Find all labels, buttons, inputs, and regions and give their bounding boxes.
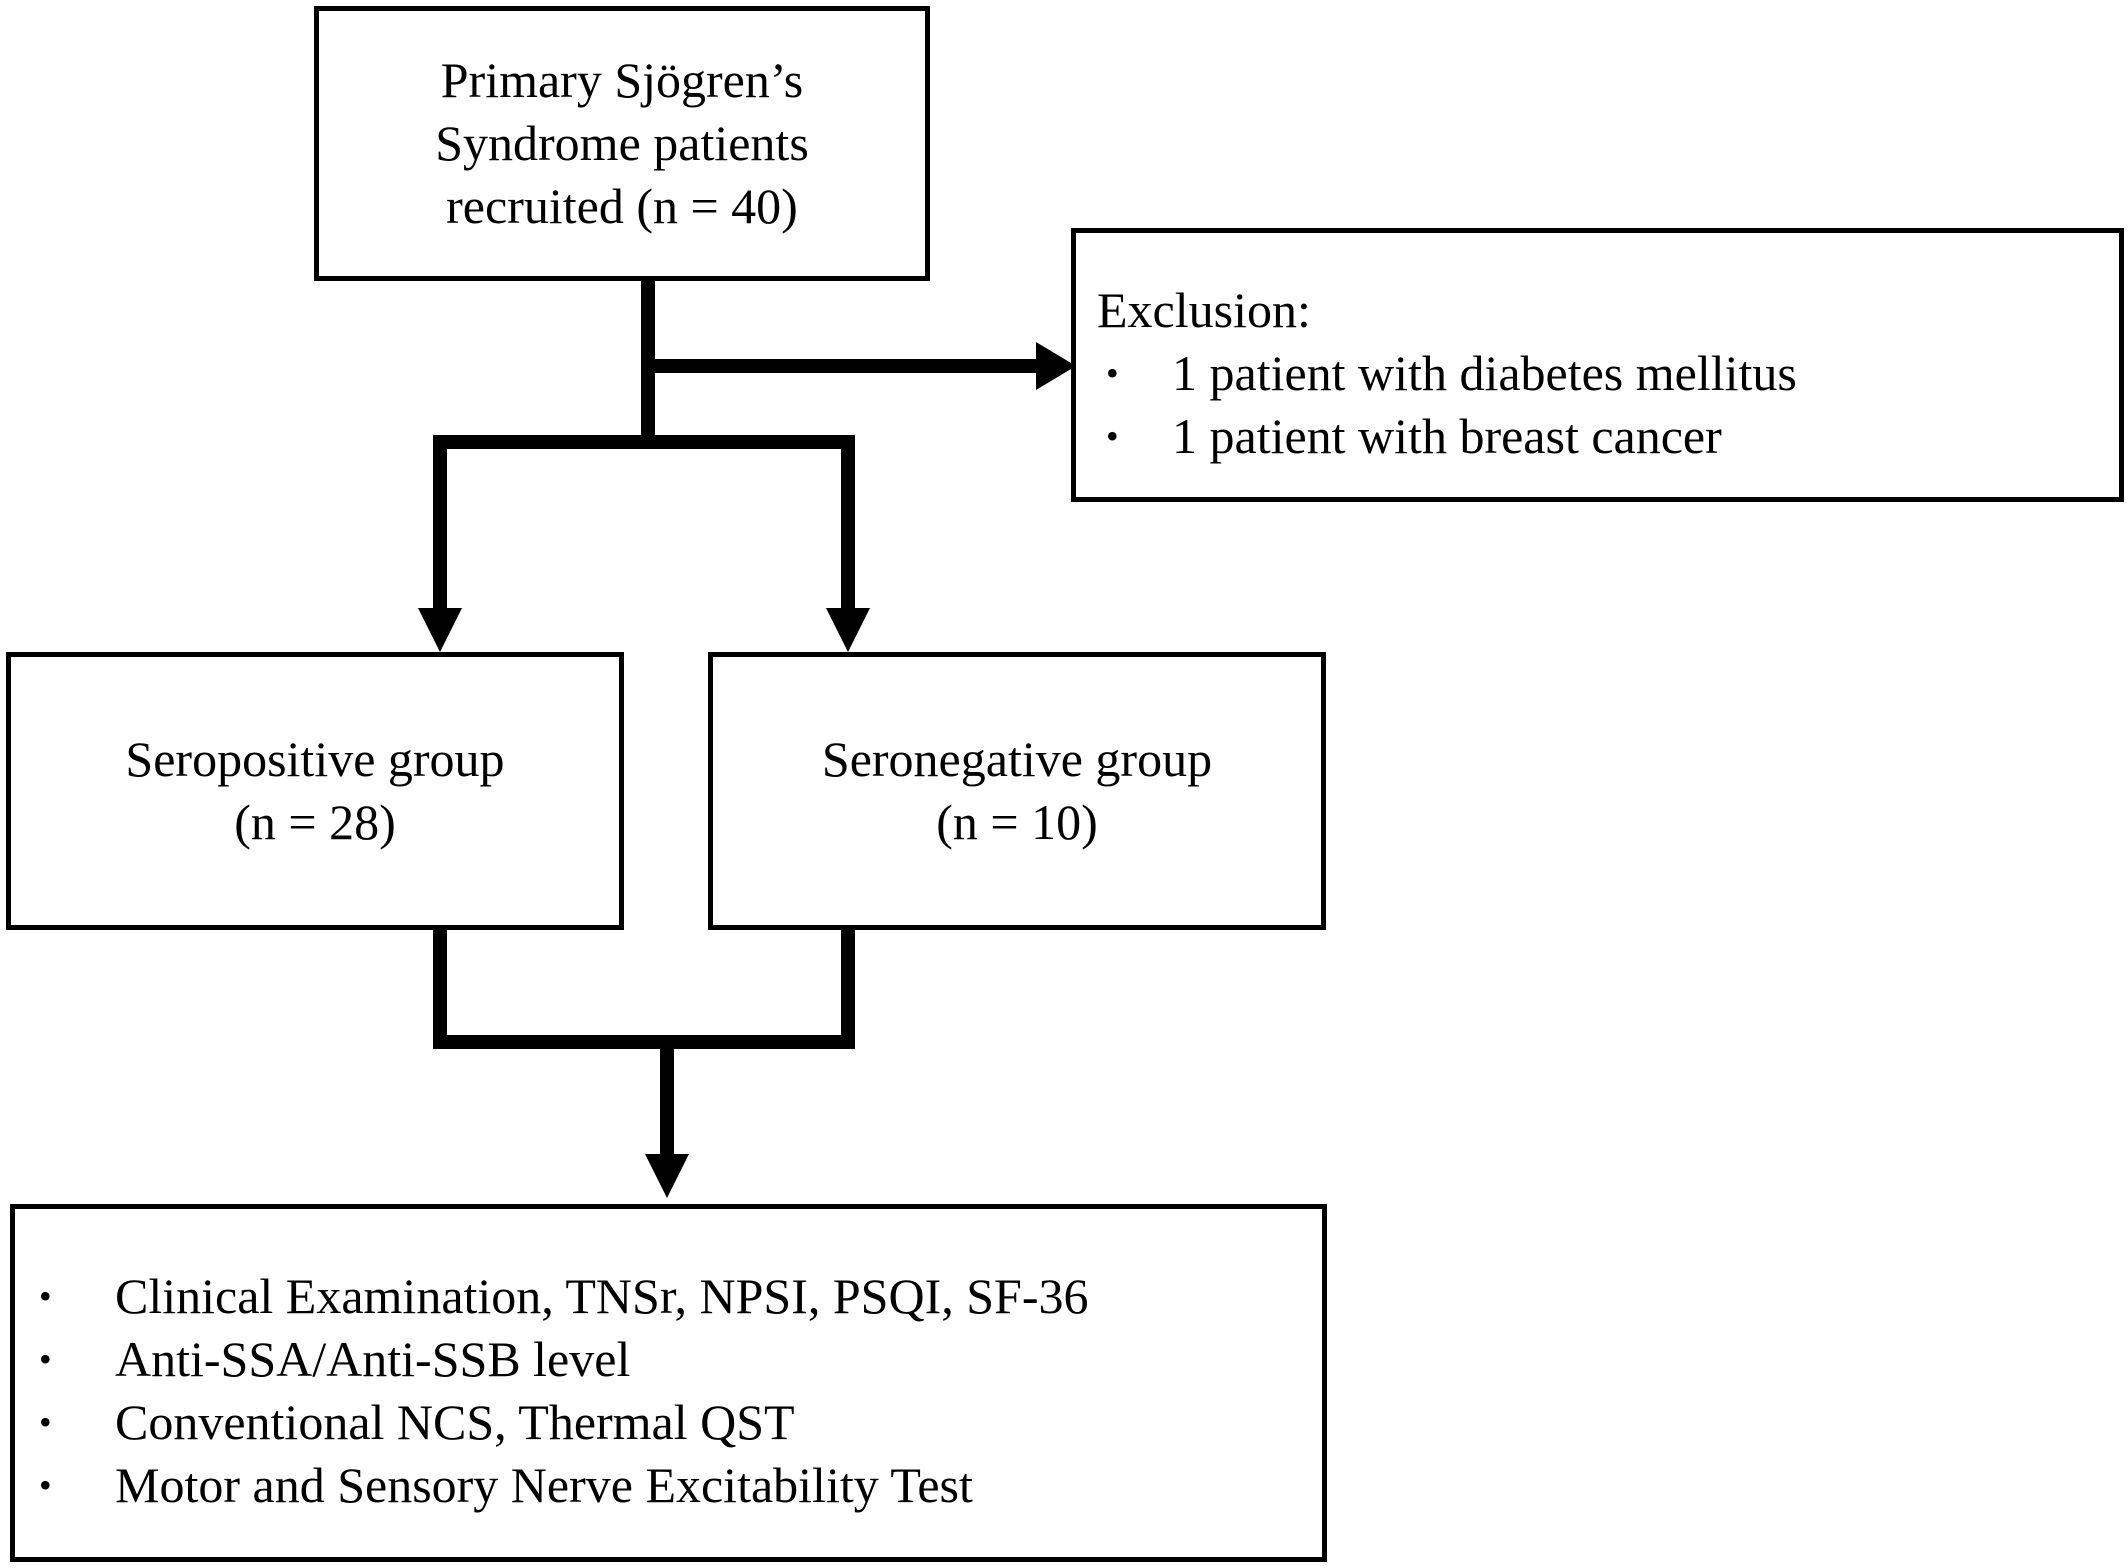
assessment-item-text: Conventional NCS, Thermal QST — [115, 1394, 795, 1450]
assessment-item: • Conventional NCS, Thermal QST — [39, 1391, 1089, 1454]
exclusion-item-text: 1 patient with diabetes mellitus — [1172, 345, 1797, 401]
exclusion-list: • 1 patient with diabetes mellitus • 1 p… — [1106, 342, 1797, 468]
bullet-icon: • — [1106, 353, 1119, 393]
arrowhead-exclusion — [1036, 342, 1076, 390]
seropositive-count: (n = 28) — [234, 794, 396, 850]
assessment-item: • Clinical Examination, TNSr, NPSI, PSQI… — [39, 1265, 1089, 1328]
seronegative-count: (n = 10) — [936, 794, 1098, 850]
assessment-item-text: Anti-SSA/Anti-SSB level — [115, 1331, 631, 1387]
recruited-box: Primary Sjögren’s Syndrome patients recr… — [314, 6, 930, 281]
exclusion-item: • 1 patient with breast cancer — [1106, 405, 1797, 468]
bullet-icon: • — [39, 1339, 52, 1379]
exclusion-title: Exclusion: — [1097, 282, 1311, 338]
exclusion-item-text: 1 patient with breast cancer — [1172, 408, 1722, 464]
assessments-list: • Clinical Examination, TNSr, NPSI, PSQI… — [39, 1265, 1089, 1517]
seropositive-label: Seropositive group — [125, 731, 505, 787]
assessments-box: • Clinical Examination, TNSr, NPSI, PSQI… — [10, 1204, 1327, 1562]
arrowhead-seropositive — [418, 608, 462, 652]
bullet-icon: • — [39, 1465, 52, 1505]
seropositive-box: Seropositive group (n = 28) — [6, 652, 624, 930]
assessment-item: • Motor and Sensory Nerve Excitability T… — [39, 1454, 1089, 1517]
recruited-line-2: Syndrome patients — [435, 115, 809, 171]
arrowhead-assessments — [645, 1154, 689, 1198]
bullet-icon: • — [39, 1402, 52, 1442]
assessment-item: • Anti-SSA/Anti-SSB level — [39, 1328, 1089, 1391]
recruited-line-3: recruited (n = 40) — [446, 178, 798, 234]
seronegative-label: Seronegative group — [821, 731, 1213, 787]
connector-merge — [433, 930, 855, 1049]
connector-split — [433, 435, 855, 612]
assessment-item-text: Motor and Sensory Nerve Excitability Tes… — [115, 1457, 973, 1513]
recruited-line-1: Primary Sjögren’s — [440, 52, 804, 108]
exclusion-box: Exclusion: • 1 patient with diabetes mel… — [1071, 228, 2124, 502]
arrowhead-seronegative — [826, 608, 870, 652]
bullet-icon: • — [1106, 416, 1119, 456]
assessment-item-text: Clinical Examination, TNSr, NPSI, PSQI, … — [115, 1268, 1089, 1324]
bullet-icon: • — [39, 1276, 52, 1316]
seronegative-box: Seronegative group (n = 10) — [708, 652, 1326, 930]
exclusion-item: • 1 patient with diabetes mellitus — [1106, 342, 1797, 405]
